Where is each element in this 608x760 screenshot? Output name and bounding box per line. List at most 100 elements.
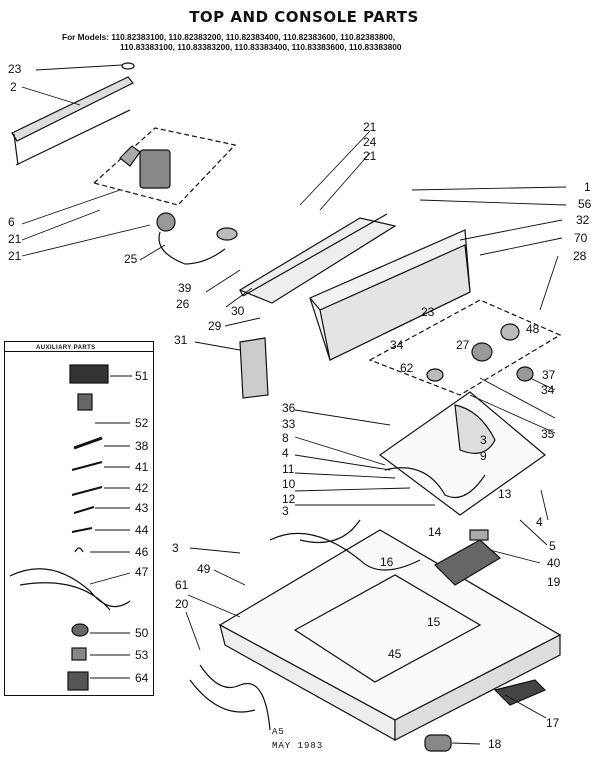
callout-16: 16 bbox=[380, 555, 394, 569]
callout-20: 20 bbox=[175, 597, 189, 611]
callout-49: 49 bbox=[197, 562, 211, 576]
callout-21: 21 bbox=[8, 249, 22, 263]
aux-part-42 bbox=[73, 436, 103, 450]
auxiliary-parts-rule bbox=[4, 351, 154, 352]
callout-26: 26 bbox=[176, 297, 190, 311]
aux-part-46 bbox=[73, 506, 95, 514]
top-bracket-plate bbox=[378, 391, 546, 516]
callout-45: 45 bbox=[388, 647, 402, 661]
callout-15: 15 bbox=[427, 615, 441, 629]
end-cap bbox=[239, 337, 269, 399]
callout-32: 32 bbox=[576, 213, 590, 227]
aux-part-65 bbox=[71, 647, 87, 661]
callout-43: 43 bbox=[135, 501, 149, 515]
callout-4: 4 bbox=[536, 515, 543, 529]
callout-11: 11 bbox=[282, 462, 295, 476]
screw-23 bbox=[121, 62, 135, 70]
part-52 bbox=[424, 734, 452, 752]
callout-48: 48 bbox=[526, 322, 540, 336]
washer-top bbox=[218, 529, 562, 742]
callout-34: 34 bbox=[390, 338, 404, 352]
stamp-code: A5 bbox=[272, 727, 285, 737]
callout-27: 27 bbox=[456, 338, 470, 352]
auxiliary-parts-title: AUXILIARY PARTS bbox=[36, 345, 96, 351]
console-panel bbox=[309, 229, 471, 361]
callout-18: 18 bbox=[488, 737, 502, 751]
callout-14: 14 bbox=[428, 525, 442, 539]
model-list: For Models: 110.82383100, 110.82383200, … bbox=[62, 32, 401, 52]
leader-lines bbox=[21, 64, 567, 745]
timer-motor bbox=[156, 212, 238, 265]
callout-64: 64 bbox=[135, 671, 149, 685]
callout-70: 70 bbox=[574, 231, 588, 245]
callout-12: 12 bbox=[282, 492, 296, 506]
aux-part-38 bbox=[69, 364, 109, 384]
knob-group bbox=[368, 299, 562, 396]
callout-1: 1 bbox=[584, 180, 591, 194]
callout-41: 41 bbox=[135, 460, 149, 474]
aux-part-43 bbox=[71, 461, 103, 471]
callout-23: 23 bbox=[421, 305, 435, 319]
aux-part-41 bbox=[77, 393, 93, 411]
callout-35: 35 bbox=[541, 427, 555, 441]
rear-trim-strip bbox=[11, 76, 134, 166]
callout-46: 46 bbox=[135, 545, 149, 559]
wire-harness bbox=[189, 519, 421, 731]
model-list-line2: 110.83383100, 110.83383200, 110.83383400… bbox=[120, 42, 402, 52]
callout-52: 52 bbox=[135, 416, 149, 430]
callout-3: 3 bbox=[480, 433, 487, 447]
callout-40: 40 bbox=[547, 556, 561, 570]
aux-part-66 bbox=[67, 671, 89, 691]
callout-36: 36 bbox=[282, 401, 296, 415]
callout-51: 51 bbox=[135, 369, 149, 383]
aux-part-64 bbox=[71, 623, 89, 637]
timer-bracket bbox=[92, 127, 237, 206]
aux-part-44 bbox=[71, 486, 103, 496]
callout-53: 53 bbox=[135, 648, 149, 662]
aux-part-47 bbox=[71, 527, 93, 533]
callout-42: 42 bbox=[135, 481, 149, 495]
callout-21: 21 bbox=[363, 149, 377, 163]
callout-9: 9 bbox=[480, 449, 487, 463]
callout-29: 29 bbox=[208, 319, 222, 333]
callout-37: 37 bbox=[542, 368, 556, 382]
callout-21: 21 bbox=[8, 232, 22, 246]
callout-61: 61 bbox=[175, 578, 189, 592]
callout-38: 38 bbox=[135, 439, 149, 453]
callout-47: 47 bbox=[135, 565, 149, 579]
callout-10: 10 bbox=[282, 477, 296, 491]
callout-31: 31 bbox=[174, 333, 188, 347]
callout-50: 50 bbox=[135, 626, 149, 640]
callout-56: 56 bbox=[578, 197, 592, 211]
callout-6: 6 bbox=[8, 215, 15, 229]
callout-21: 21 bbox=[363, 120, 377, 134]
callout-62: 62 bbox=[400, 361, 414, 375]
callout-3: 3 bbox=[282, 504, 289, 518]
stamp-date: MAY 1983 bbox=[272, 741, 324, 751]
callout-44: 44 bbox=[135, 523, 149, 537]
callout-4: 4 bbox=[282, 446, 289, 460]
callout-39: 39 bbox=[178, 281, 192, 295]
callout-30: 30 bbox=[231, 304, 245, 318]
auxiliary-parts-box bbox=[4, 341, 154, 696]
callout-33: 33 bbox=[282, 417, 296, 431]
model-list-line1: For Models: 110.82383100, 110.82383200, … bbox=[62, 32, 396, 42]
callout-5: 5 bbox=[549, 539, 556, 553]
callout-8: 8 bbox=[282, 431, 289, 445]
part-51 bbox=[493, 679, 547, 706]
callout-19: 19 bbox=[547, 575, 561, 589]
callout-13: 13 bbox=[498, 487, 512, 501]
page-title: TOP AND CONSOLE PARTS bbox=[189, 8, 419, 26]
callout-3: 3 bbox=[172, 541, 179, 555]
callout-34: 34 bbox=[541, 383, 555, 397]
callout-23: 23 bbox=[8, 62, 22, 76]
callout-2: 2 bbox=[10, 80, 17, 94]
callout-28: 28 bbox=[573, 249, 587, 263]
aux-part-53 bbox=[9, 568, 131, 611]
lid-switch bbox=[434, 529, 502, 586]
callout-24: 24 bbox=[363, 135, 377, 149]
callout-17: 17 bbox=[546, 716, 560, 730]
callout-25: 25 bbox=[124, 252, 138, 266]
aux-part-50 bbox=[74, 547, 84, 553]
